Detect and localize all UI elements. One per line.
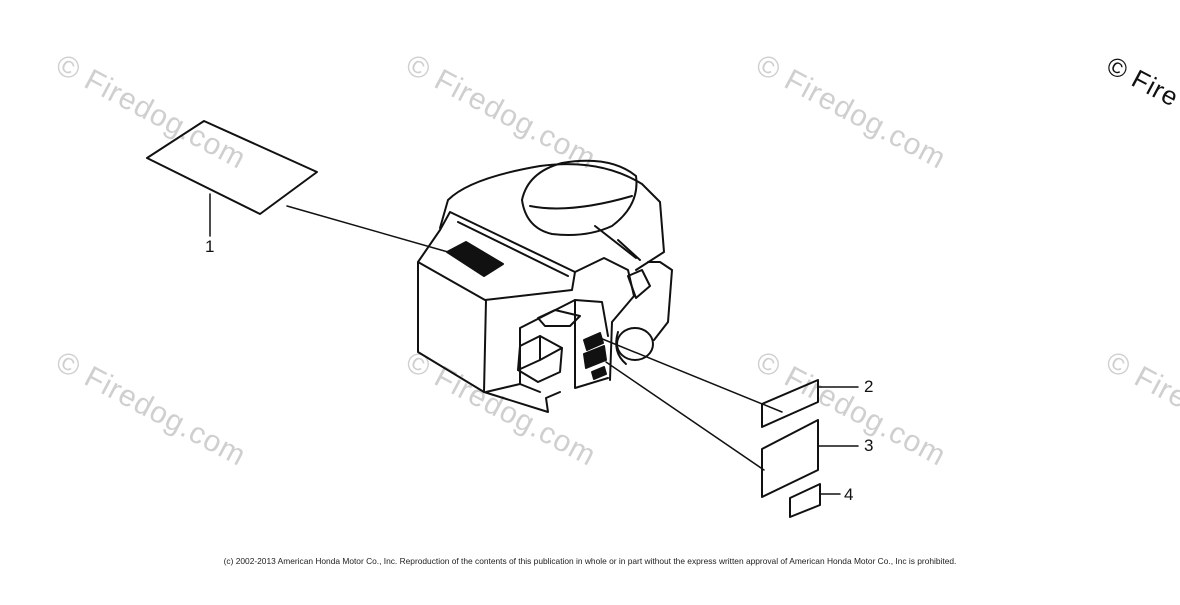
callout-2: 2 [864, 377, 874, 396]
callout-4: 4 [844, 485, 854, 504]
copyright-notice: (c) 2002-2013 American Honda Motor Co., … [223, 556, 957, 566]
label-1-card [146, 120, 318, 215]
decal-4 [591, 366, 607, 380]
label-3-card [761, 419, 819, 498]
decal-top [446, 241, 504, 277]
callout-3: 3 [864, 436, 874, 455]
engine-body [417, 159, 673, 413]
label-2-card [761, 379, 819, 428]
label-3-pointer [605, 361, 765, 471]
label-1-pointer [286, 205, 456, 255]
decal-3 [583, 345, 607, 369]
label-4-card [789, 483, 821, 518]
decal-2 [583, 332, 604, 351]
callout-1: 1 [205, 237, 215, 256]
label-2-pointer [599, 337, 783, 413]
